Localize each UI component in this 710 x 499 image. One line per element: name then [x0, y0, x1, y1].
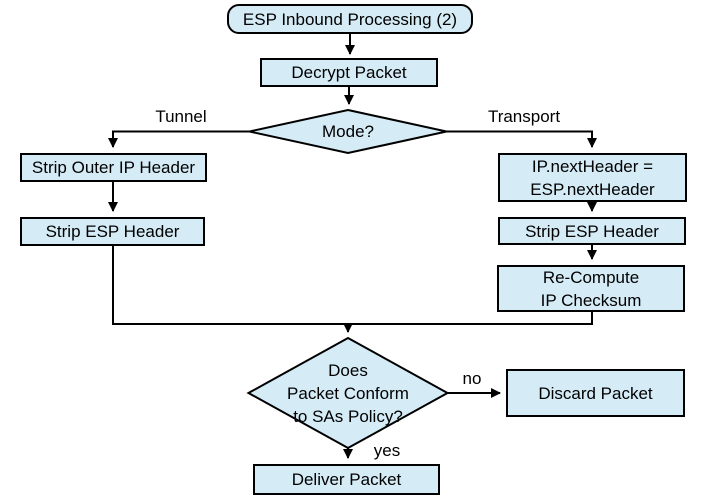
connector-mode-transport-branch — [446, 130, 597, 148]
edge-label-yes: yes — [373, 441, 401, 460]
edge-label-transport: Transport — [487, 107, 561, 126]
edge-label-no: no — [462, 369, 482, 388]
node-decrypt-packet: Decrypt Packet — [260, 58, 438, 87]
node-sa-policy-decision-label: Does Packet Conform to SAs Policy? — [287, 360, 409, 426]
node-strip-esp-header-tunnel: Strip ESP Header — [20, 217, 205, 246]
node-discard-packet: Discard Packet — [506, 369, 685, 417]
node-strip-outer-ip-header: Strip Outer IP Header — [20, 153, 207, 182]
mode-decision-shape — [249, 108, 447, 155]
node-mode-decision-label: Mode? — [322, 122, 374, 141]
node-deliver-packet: Deliver Packet — [253, 464, 440, 495]
connector-mode-tunnel-branch — [108, 130, 250, 148]
node-esp-inbound-processing: ESP Inbound Processing (2) — [227, 4, 473, 34]
node-ip-nextheader-assignment: IP.nextHeader = ESP.nextHeader — [498, 153, 687, 202]
edge-label-tunnel: Tunnel — [155, 107, 207, 126]
node-strip-esp-header-transport: Strip ESP Header — [498, 217, 686, 245]
node-recompute-ip-checksum: Re-Compute IP Checksum — [497, 265, 685, 312]
